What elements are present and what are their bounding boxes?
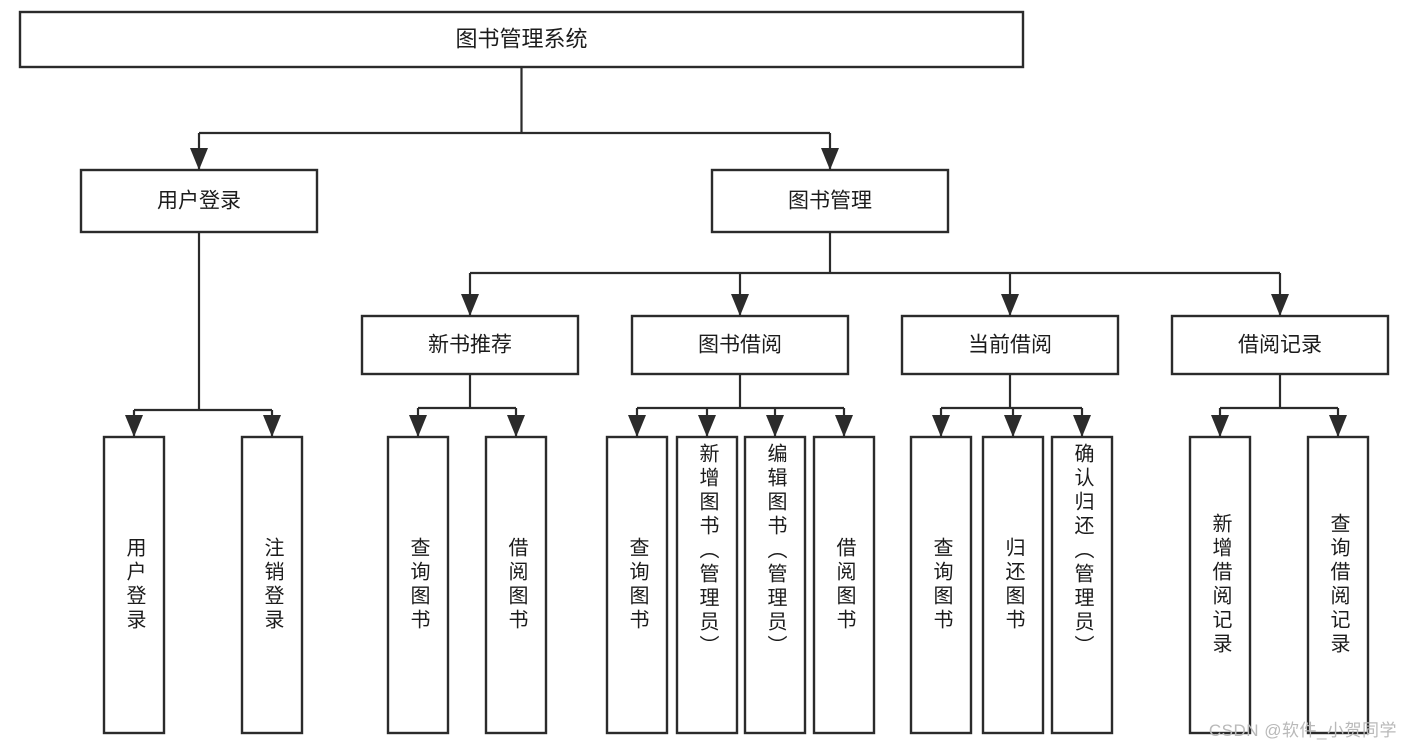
arrow-head-icon	[1329, 415, 1347, 437]
node-leaf-leaf-confirm-return[interactable]	[1050, 435, 1114, 735]
node-level3-current-borrow[interactable]	[900, 314, 1120, 376]
arrow-head-icon	[731, 294, 749, 316]
node-leaf-leaf-logout[interactable]	[240, 435, 304, 735]
arrow-head-icon	[409, 415, 427, 437]
arrow-head-icon	[628, 415, 646, 437]
node-label: 图书借阅	[698, 334, 782, 357]
arrow-head-icon	[821, 148, 839, 170]
node-level3-new-book-rec[interactable]	[360, 314, 580, 376]
node-label: 新书推荐	[428, 334, 512, 357]
node-label: 借阅记录	[1238, 334, 1322, 357]
arrow-head-icon	[766, 415, 784, 437]
node-leaf-leaf-edit-book[interactable]	[743, 435, 807, 735]
node-leaf-leaf-query-book-bb[interactable]	[605, 435, 669, 735]
arrow-head-icon	[1073, 415, 1091, 437]
arrow-head-icon	[1271, 294, 1289, 316]
node-leaf-leaf-query-book-rec[interactable]	[386, 435, 450, 735]
node-root-root[interactable]	[18, 10, 1025, 69]
arrow-head-icon	[835, 415, 853, 437]
node-leaf-leaf-query-record[interactable]	[1306, 435, 1370, 735]
arrow-head-icon	[698, 415, 716, 437]
arrow-head-icon	[461, 294, 479, 316]
arrow-head-icon	[1004, 415, 1022, 437]
node-label: 当前借阅	[968, 334, 1052, 357]
node-label: 图书管理	[788, 190, 872, 213]
arrow-head-icon	[190, 148, 208, 170]
arrow-head-icon	[507, 415, 525, 437]
node-level2-book-manage[interactable]	[710, 168, 950, 234]
node-level2-user-login[interactable]	[79, 168, 319, 234]
arrow-head-icon	[1001, 294, 1019, 316]
node-leaf-leaf-borrow-book-rec[interactable]	[484, 435, 548, 735]
arrow-head-icon	[1211, 415, 1229, 437]
watermark-text: CSDN @软件_小贺同学	[1208, 721, 1397, 740]
node-label: 用户登录	[157, 190, 241, 213]
arrow-head-icon	[932, 415, 950, 437]
node-leaf-leaf-borrow-book-bb[interactable]	[812, 435, 876, 735]
node-level3-book-borrow[interactable]	[630, 314, 850, 376]
node-leaf-leaf-user-login[interactable]	[102, 435, 166, 735]
node-leaf-leaf-query-book-cb[interactable]	[909, 435, 973, 735]
node-label: 图书管理系统	[455, 26, 587, 51]
node-level3-borrow-record[interactable]	[1170, 314, 1390, 376]
node-leaf-leaf-add-record[interactable]	[1188, 435, 1252, 735]
arrow-head-icon	[125, 415, 143, 437]
node-leaf-leaf-add-book[interactable]	[675, 435, 739, 735]
node-leaf-leaf-return-book[interactable]	[981, 435, 1045, 735]
arrow-head-icon	[263, 415, 281, 437]
connectors-layer	[125, 67, 1347, 437]
